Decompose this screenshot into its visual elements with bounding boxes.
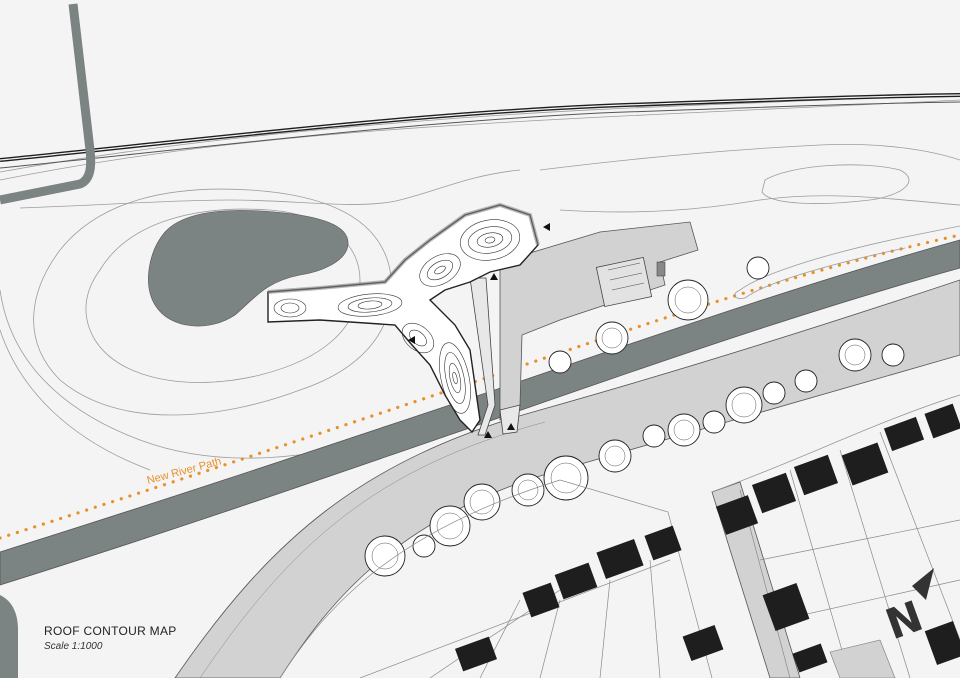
- drain-channel: [0, 3, 96, 205]
- trees: [364, 256, 905, 577]
- river: [0, 239, 960, 678]
- contour-line: [0, 93, 960, 173]
- house: [762, 582, 810, 632]
- tree: [746, 256, 770, 280]
- embankment-line: [734, 289, 746, 299]
- entrance-arrow: [490, 273, 498, 280]
- map-scale: Scale 1:1000: [44, 641, 103, 652]
- entrance-arrow: [543, 223, 550, 231]
- contour-line: [33, 188, 392, 416]
- tree: [548, 350, 572, 374]
- plot-line: [779, 579, 960, 621]
- kiosk: [656, 261, 666, 277]
- pond: [148, 210, 349, 327]
- houses: [454, 403, 960, 673]
- house: [924, 403, 960, 439]
- north-arrow-icon: [912, 568, 934, 600]
- contour-line: [85, 208, 361, 383]
- tree: [881, 343, 905, 367]
- tree: [642, 424, 666, 448]
- railway: [0, 93, 960, 169]
- drain-water: [0, 3, 96, 205]
- contour-line: [0, 329, 151, 471]
- walkway-bridge: [469, 277, 496, 436]
- railway-edge: [0, 101, 960, 169]
- tree: [429, 505, 471, 547]
- house: [841, 442, 889, 486]
- tree: [543, 455, 589, 501]
- cul-de-sac: [829, 639, 896, 678]
- plot-lines: [279, 394, 960, 678]
- railway-inner: [0, 94, 960, 161]
- walkway-bridge: [499, 404, 521, 435]
- house: [715, 495, 759, 535]
- plot-boundary: [279, 479, 713, 678]
- house: [682, 624, 724, 662]
- tree: [463, 483, 501, 521]
- tree: [598, 439, 632, 473]
- roof-contours: [273, 219, 521, 414]
- plot-line: [879, 431, 960, 641]
- contour-line: [559, 195, 960, 213]
- entrance-markers: [408, 223, 550, 438]
- map-title: ROOF CONTOUR MAP: [44, 624, 177, 638]
- plot-boundary: [711, 394, 960, 493]
- contour-line: [761, 164, 910, 204]
- entrance-arrow: [408, 336, 415, 344]
- tree: [667, 413, 701, 447]
- contour-line: [0, 99, 960, 181]
- house: [522, 582, 560, 618]
- tree: [794, 369, 818, 393]
- existing-building-detail: [607, 262, 645, 291]
- tree: [762, 381, 786, 405]
- tree: [595, 321, 629, 355]
- river-water: [0, 239, 960, 586]
- entrance-arrow: [507, 423, 515, 430]
- house: [924, 620, 960, 666]
- plot-line: [759, 519, 960, 561]
- contour-line: [539, 143, 960, 171]
- river-branch: [0, 595, 18, 678]
- roof-contour-building: [267, 202, 540, 434]
- tree: [667, 279, 709, 321]
- plot-line: [539, 599, 561, 678]
- tree: [725, 386, 763, 424]
- tree: [511, 473, 545, 507]
- embankment-line: [744, 247, 906, 299]
- house: [793, 454, 839, 496]
- entrance-arrow: [484, 431, 492, 438]
- tree: [838, 338, 872, 372]
- house: [644, 525, 682, 561]
- plot-line: [789, 469, 851, 678]
- house: [596, 539, 644, 579]
- tree: [702, 410, 726, 434]
- plot-line: [359, 559, 671, 678]
- plot-line: [479, 599, 521, 678]
- tree-textures: [371, 286, 866, 570]
- road-kerb: [199, 421, 546, 678]
- house: [554, 562, 598, 600]
- building-shadow: [267, 202, 540, 294]
- house: [454, 636, 498, 672]
- plot-line: [649, 559, 661, 678]
- house: [792, 643, 828, 673]
- house: [883, 416, 925, 452]
- terrain-contours: [0, 93, 960, 471]
- plot-line: [839, 449, 911, 678]
- tree: [364, 535, 406, 577]
- house: [751, 472, 797, 514]
- tree: [412, 534, 436, 558]
- plot-line: [599, 579, 611, 678]
